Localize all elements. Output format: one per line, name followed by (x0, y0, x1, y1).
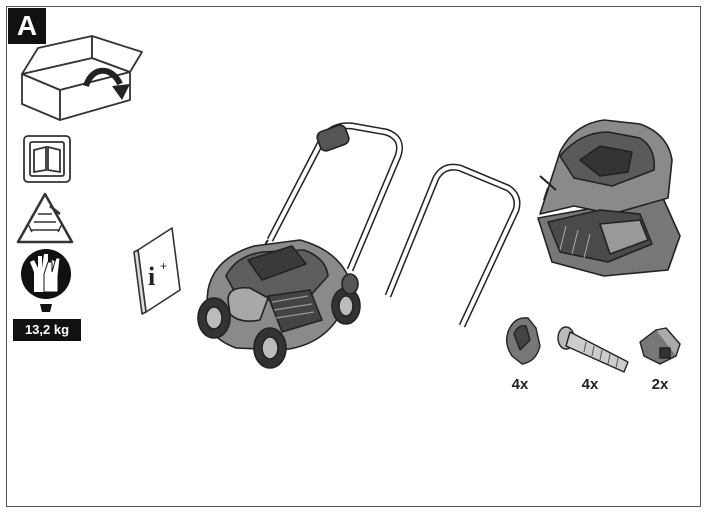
manual-icon (23, 135, 71, 183)
cable-holder-quantity: 2x (651, 376, 669, 393)
clamp-knob-part (505, 317, 541, 365)
gloves-icon (21, 249, 71, 312)
cable-holder-part (639, 327, 681, 365)
safety-warning-icon (16, 192, 74, 244)
figure-frame (6, 6, 701, 507)
unbox-icon (21, 35, 143, 121)
handle-bar (384, 163, 521, 328)
info-booklet-icon: i + (133, 227, 181, 315)
svg-text:i: i (148, 262, 155, 291)
svg-text:+: + (160, 259, 167, 273)
weight-label: 13,2 kg (13, 319, 81, 341)
clamp-knob-quantity: 4x (511, 376, 529, 393)
figure-label: A (8, 8, 46, 44)
grass-box (537, 119, 681, 277)
bolt-part (557, 326, 629, 373)
bolt-quantity: 4x (581, 376, 599, 393)
scarifier-machine (197, 122, 403, 369)
